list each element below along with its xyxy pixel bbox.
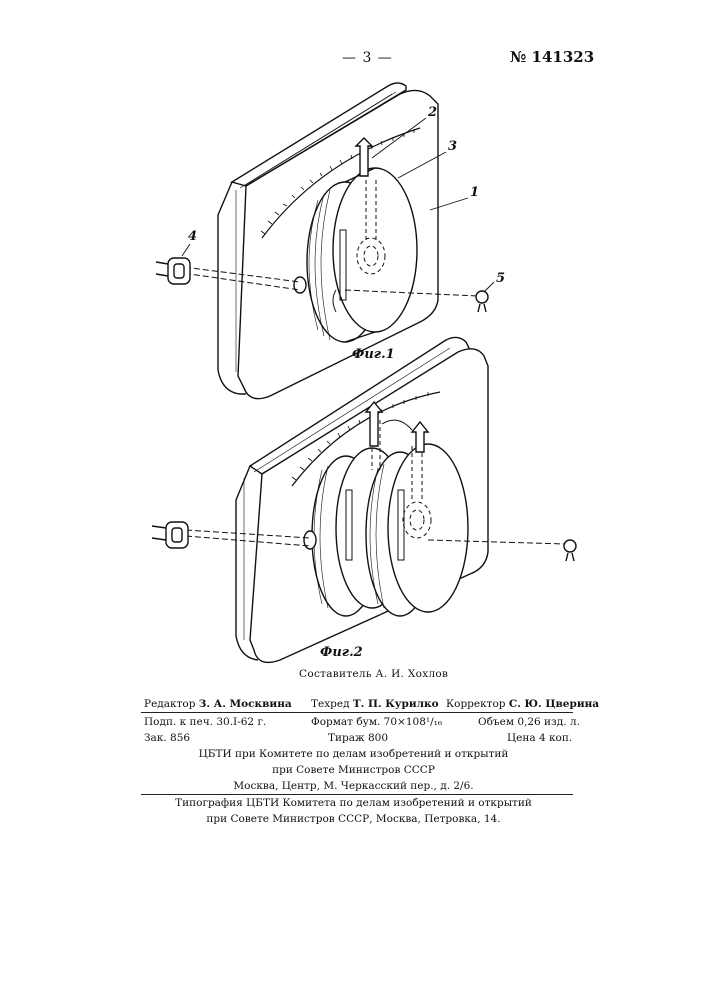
printer-line-1: Типография ЦБТИ Комитета по делам изобре… xyxy=(0,797,707,809)
fig2-lamp xyxy=(564,540,576,552)
fig1-label-3: 3 xyxy=(448,139,457,154)
technical-drawing: 2 3 1 4 5 Фиг.1 Фиг.2 xyxy=(0,0,707,680)
fig1-label-1: 1 xyxy=(470,185,479,200)
publisher-line-1: ЦБТИ при Комитете по делам изобретений и… xyxy=(0,748,707,760)
fig2-plug xyxy=(166,522,188,548)
price: Цена 4 коп. xyxy=(507,732,572,744)
signed-date: Подп. к печ. 30.I-62 г. xyxy=(144,716,266,728)
printer-line-2: при Совете Министров СССР, Москва, Петро… xyxy=(0,813,707,825)
volume: Объем 0,26 изд. л. xyxy=(478,716,580,728)
fig1-label-2: 2 xyxy=(427,105,437,120)
divider-2 xyxy=(141,794,573,795)
circulation: Тираж 800 xyxy=(328,732,388,744)
editor: Редактор З. А. Москвина xyxy=(144,698,292,710)
fig1-label-4: 4 xyxy=(188,229,197,244)
fig1-label-5: 5 xyxy=(496,271,505,286)
techred: Техред Т. П. Курилко xyxy=(311,698,439,710)
publisher-line-3: Москва, Центр, М. Черкасский пер., д. 2/… xyxy=(0,780,707,792)
paper-format: Формат бум. 70×108¹/₁₆ xyxy=(311,716,442,728)
fig2-knob xyxy=(304,531,316,549)
fig1-lamp xyxy=(476,291,488,303)
fig1-plug xyxy=(168,258,190,284)
order-number: Зак. 856 xyxy=(144,732,190,744)
fig2-caption: Фиг.2 xyxy=(320,645,363,660)
fig2-drawing xyxy=(152,337,576,662)
publisher-line-2: при Совете Министров СССР xyxy=(0,764,707,776)
divider-1 xyxy=(141,712,573,713)
fig1-caption: Фиг.1 xyxy=(352,347,395,362)
compiler-line: Составитель А. И. Хохлов xyxy=(299,668,448,680)
corrector: Корректор С. Ю. Цверина xyxy=(446,698,599,710)
fig2-disc-b-face xyxy=(388,444,468,612)
fig1-knob xyxy=(294,277,306,293)
